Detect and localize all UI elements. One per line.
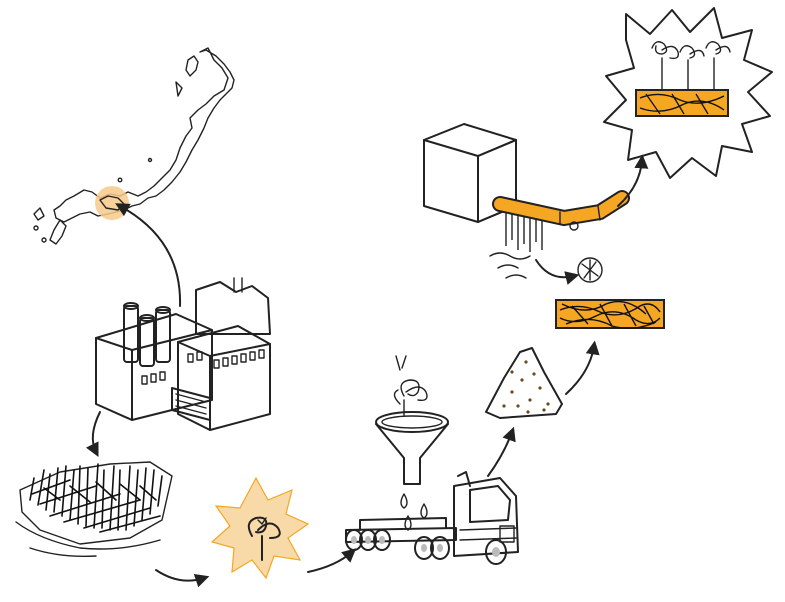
arrow-burst-to-truck [307,548,357,573]
fermentation-burst-icon [210,476,310,580]
arrow-factory-to-map [115,203,182,307]
compost-mat-icon [555,299,665,329]
flow-arrows [85,154,649,588]
arrow-truck-to-heap [487,426,516,477]
arrow-waste-to-burst [155,569,210,588]
processing-unit-icon [423,123,630,283]
tanker-truck-icon [345,471,519,565]
funnel-icon [375,355,449,531]
arrow-unit-to-clump [535,259,580,285]
compost-heap-icon [485,347,563,419]
waste-pile-icon [15,461,173,557]
planted-mat-burst-icon [603,7,773,179]
arrow-heap-to-mat [565,340,600,395]
arrow-pipe-to-burst [617,154,649,207]
factory-icon [95,277,271,431]
arrow-factory-to-waste [85,411,101,458]
